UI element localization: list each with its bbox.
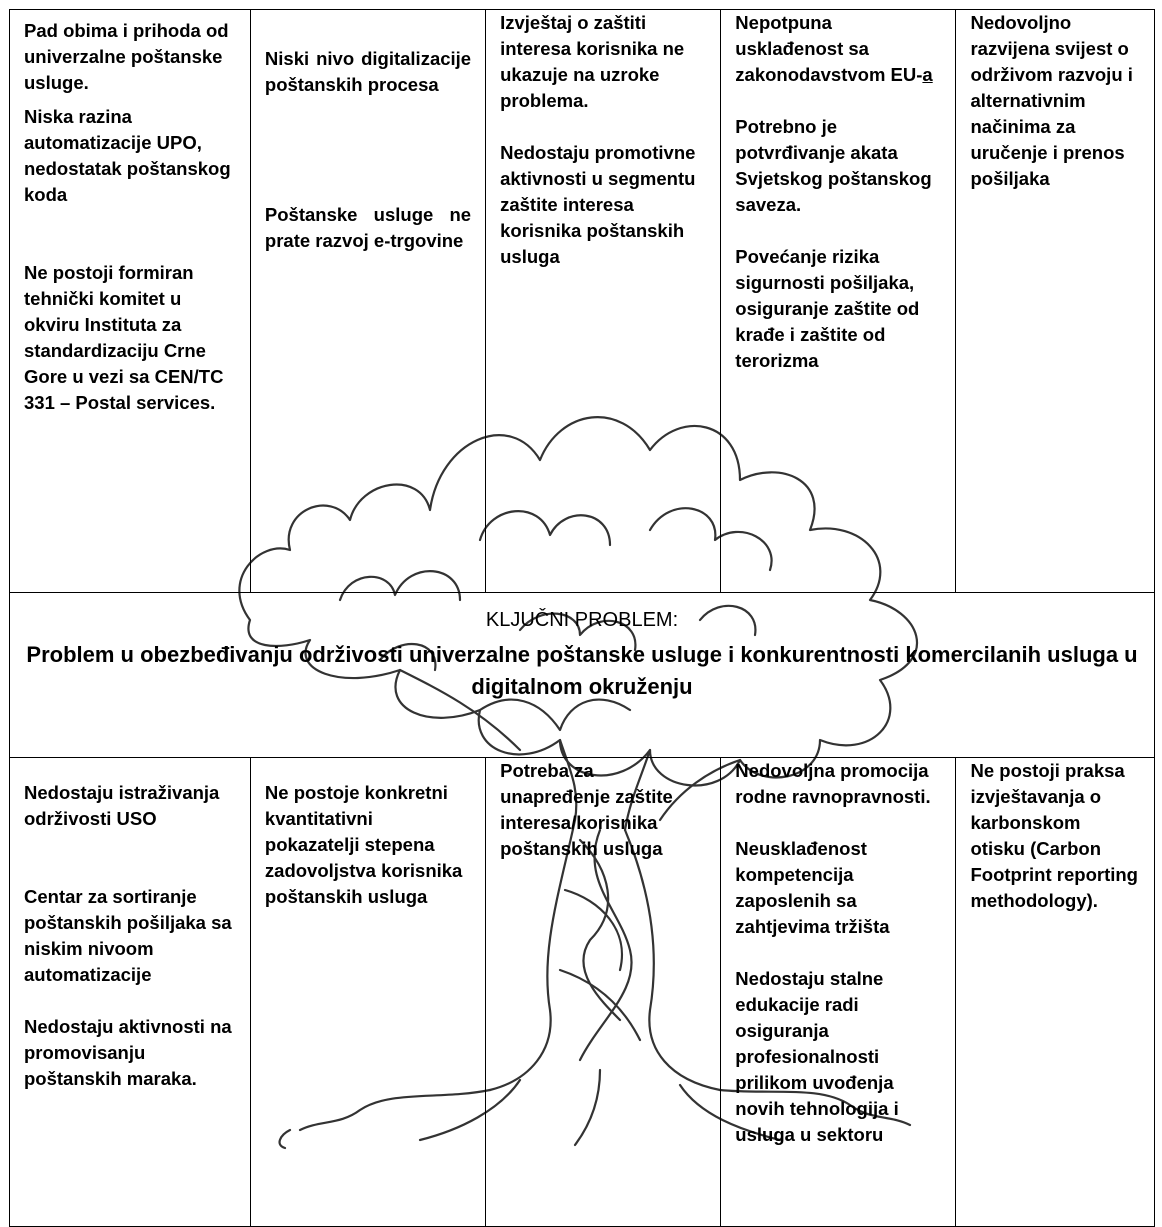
effects-col-1: Pad obima i prihoda od univerzalne pošta… <box>9 9 251 593</box>
effect-text: Nedovoljno razvijena svijest o održivom … <box>970 12 1133 189</box>
cause-text: Centar za sortiranje poštanskih pošiljak… <box>24 886 232 985</box>
effect-text: Potrebno je potvrđivanje akata Svjetskog… <box>735 116 932 215</box>
causes-col-5: Ne postoji praksa izvještavanja o karbon… <box>955 757 1155 1227</box>
causes-col-1: Nedostaju istraživanja održivosti USO Ce… <box>9 757 251 1227</box>
cause-text: Ne postoje konkretni kvantitativni pokaz… <box>264 782 463 907</box>
effect-text: Povećanje rizika sigurnosti pošiljaka, o… <box>735 246 920 371</box>
effect-text: Pad obima i prihoda od univerzalne pošta… <box>24 20 229 93</box>
causes-row: Nedostaju istraživanja održivosti USO Ce… <box>9 757 1155 1227</box>
cause-text: Potreba za unapređenje zaštite interesa/… <box>500 760 673 859</box>
problem-tree-table: Pad obima i prihoda od univerzalne pošta… <box>9 9 1155 1227</box>
effects-col-5: Nedovoljno razvijena svijest o održivom … <box>955 9 1155 593</box>
cause-text: Nedostaju stalne edukacije radi osiguran… <box>735 968 899 1145</box>
effect-text: Nedostaju promotivne aktivnosti u segmen… <box>500 142 696 267</box>
effects-col-2: Niski nivo digitalizacije poštanskih pro… <box>249 9 487 593</box>
effects-col-3: Izvještaj o zaštiti interesa korisnika n… <box>485 9 722 593</box>
effects-col-4: Nepotpuna usklađenost sa zakonodavstvom … <box>720 9 957 593</box>
causes-col-4: Nedovoljna promocija rodne ravnopravnost… <box>720 757 957 1227</box>
causes-col-2: Ne postoje konkretni kvantitativni pokaz… <box>249 757 487 1227</box>
effect-text: Poštanske usluge ne prate razvoj e-trgov… <box>264 204 472 251</box>
problem-tree-page: Pad obima i prihoda od univerzalne pošta… <box>9 9 1155 1227</box>
effect-text: Niska razina automatizacije UPO, nedosta… <box>24 106 231 205</box>
effect-text: Izvještaj o zaštiti interesa korisnika n… <box>500 12 685 111</box>
effects-row: Pad obima i prihoda od univerzalne pošta… <box>9 9 1155 593</box>
causes-col-3: Potreba za unapređenje zaštite interesa/… <box>485 757 722 1227</box>
effect-text: Ne postoji formiran tehnički komitet u o… <box>24 262 224 413</box>
key-problem-text: Problem u obezbeđivanju održivosti unive… <box>26 642 1138 699</box>
cause-text: Nedostaju istraživanja održivosti USO <box>24 782 220 829</box>
effect-text: Niski nivo digitalizacije poštanskih pro… <box>264 48 472 95</box>
cause-text: Nedovoljna promocija rodne ravnopravnost… <box>735 760 931 807</box>
effect-text: Nepotpuna usklađenost sa zakonodavstvom … <box>735 12 933 85</box>
cause-text: Ne postoji praksa izvještavanja o karbon… <box>970 760 1138 911</box>
key-problem-title: KLJUČNI PROBLEM: <box>485 609 679 631</box>
key-problem-cell: KLJUČNI PROBLEM: Problem u obezbeđivanju… <box>9 592 1155 758</box>
cause-text: Nedostaju aktivnosti na promovisanju poš… <box>24 1016 232 1089</box>
key-problem-row: KLJUČNI PROBLEM: Problem u obezbeđivanju… <box>9 592 1155 758</box>
cause-text: Neusklađenost kompetencija zaposlenih sa… <box>735 838 890 937</box>
